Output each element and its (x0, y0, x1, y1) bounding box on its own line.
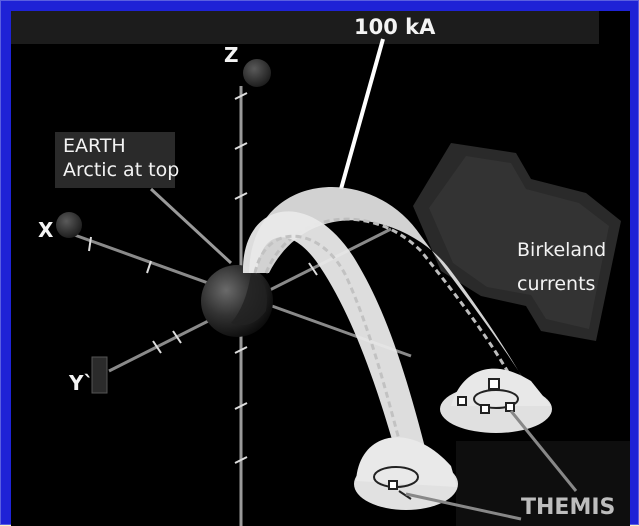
z-axis-label: Z (224, 43, 239, 67)
top-banner (11, 11, 599, 44)
birkeland-label-line1: Birkeland (517, 239, 607, 261)
earth-label-subtitle: Arctic at top (63, 159, 180, 181)
earth-pointer-line (149, 187, 233, 265)
x-axis-label: X (38, 218, 54, 242)
themis-probes-upper (457, 378, 578, 492)
diagram-canvas: 100 kA Z X Y` EARTH Arctic at top Birkel… (11, 11, 630, 526)
earth-shadow (231, 273, 267, 326)
themis-probes-lower (373, 466, 522, 521)
z-axis-sphere (243, 59, 271, 87)
current-magnitude-label: 100 kA (354, 15, 436, 39)
themis-label: THEMIS (521, 495, 616, 520)
satellite-silhouette (413, 143, 621, 341)
y-axis-label: Y` (69, 371, 94, 395)
y-axis-marker (91, 356, 108, 394)
earth-label-box: EARTH Arctic at top (55, 132, 179, 188)
earth-label-title: EARTH (63, 135, 126, 157)
current-pointer-line (339, 38, 385, 190)
birkeland-label-line2: currents (517, 273, 596, 295)
diagram-svg (11, 11, 630, 526)
x-axis-sphere (56, 212, 82, 238)
